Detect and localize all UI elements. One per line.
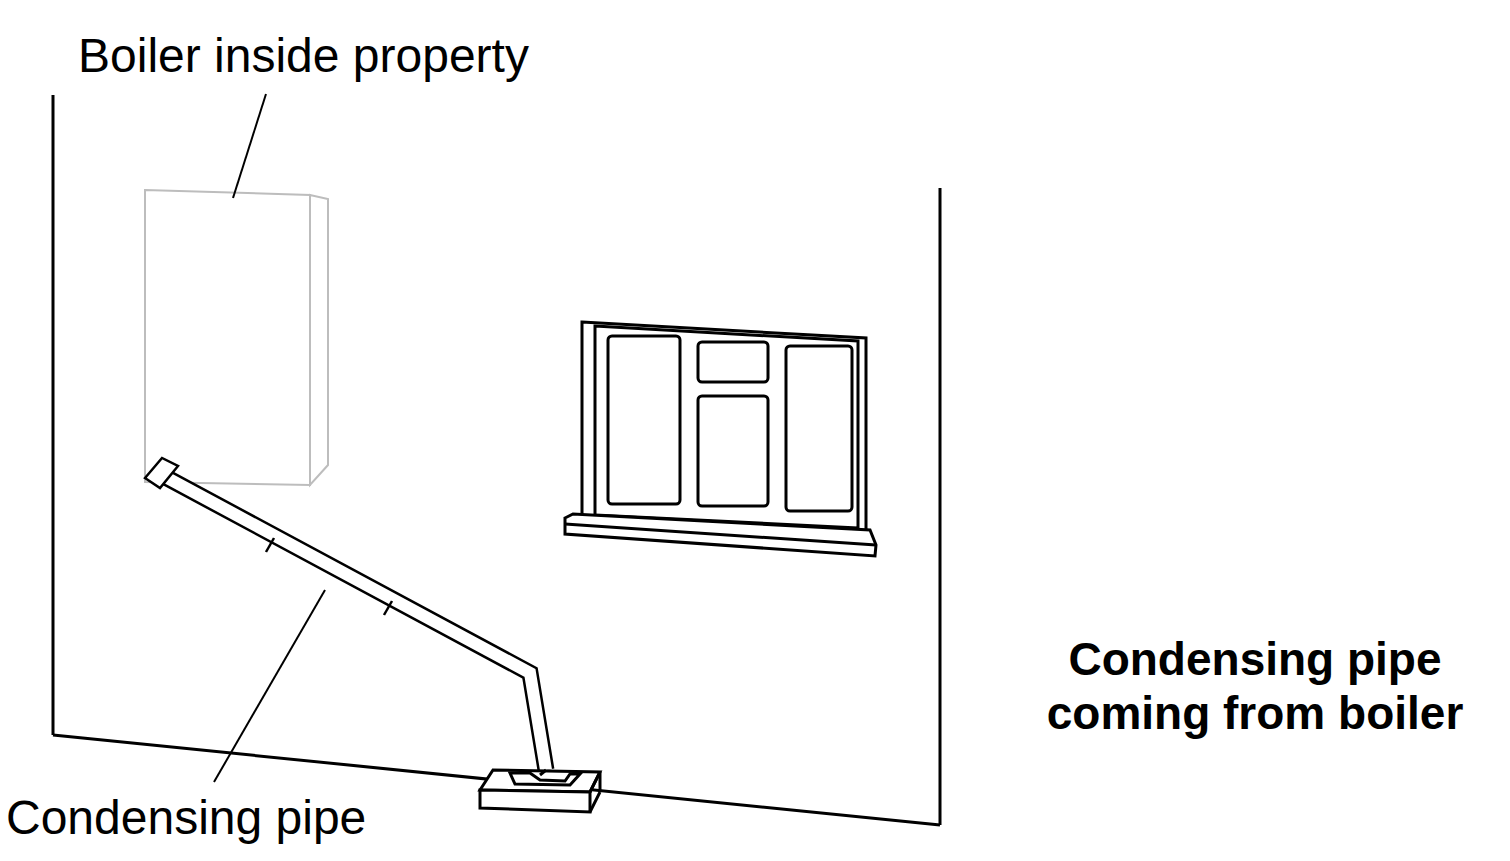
- boiler-box: [145, 190, 328, 485]
- figure-caption: Condensing pipe coming from boiler: [1020, 632, 1490, 741]
- leader-line: [214, 94, 325, 782]
- part-label: Boiler inside property: [78, 30, 529, 83]
- drain-gully: [480, 770, 600, 812]
- condensing-pipe: [145, 458, 546, 770]
- part-label: Condensing pipe: [6, 792, 366, 845]
- house-wall: [53, 95, 940, 825]
- window: [565, 322, 876, 556]
